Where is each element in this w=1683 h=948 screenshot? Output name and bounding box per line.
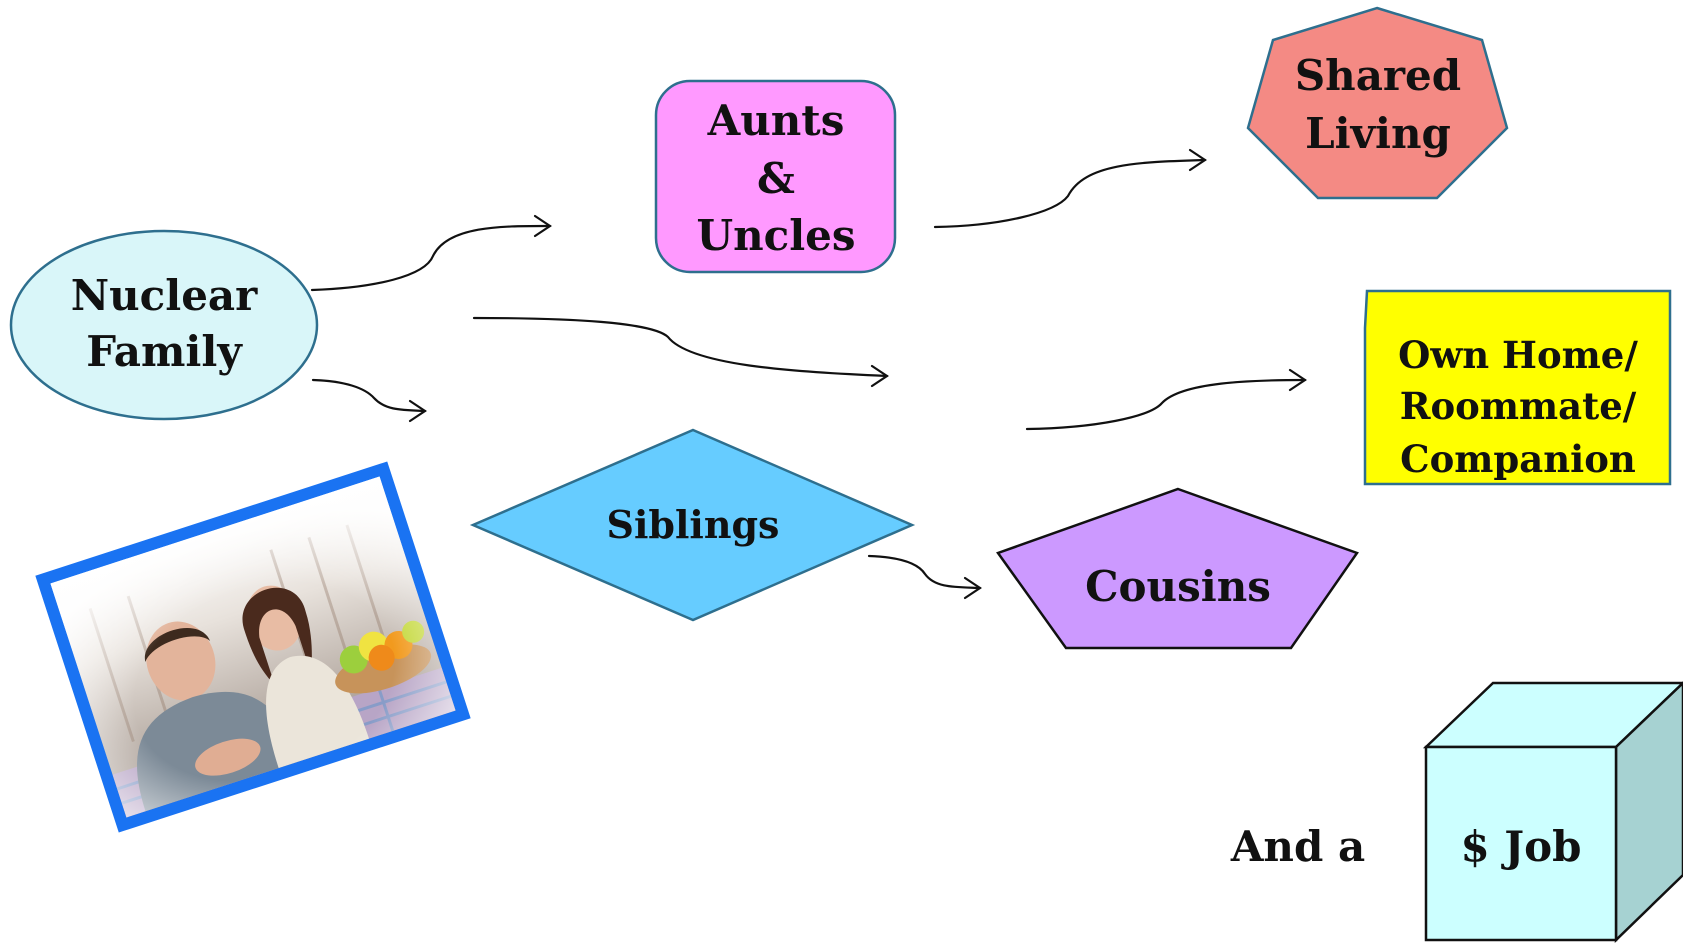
arrow-nuclear-to-siblings xyxy=(311,378,427,413)
aunts-uncles-label-1: Aunts xyxy=(707,96,845,145)
nuclear-family-label-2: Family xyxy=(86,327,243,376)
own-home-shape xyxy=(1363,289,1672,486)
aunts-uncles-label-3: Uncles xyxy=(696,211,855,260)
arrowhead xyxy=(408,399,427,423)
node-siblings: Siblings xyxy=(469,428,916,622)
cousins-shape xyxy=(996,487,1359,650)
shared-living-label-1: Shared xyxy=(1295,51,1461,100)
nuclear-family-shape xyxy=(9,229,319,421)
node-job: $ Job xyxy=(1422,681,1683,943)
cousins-label: Cousins xyxy=(1085,562,1271,611)
shared-living-shape xyxy=(1246,6,1509,200)
node-nuclear-family: Nuclear Family xyxy=(9,229,319,421)
arrow-nuclear-to-aunts xyxy=(310,224,552,292)
arrow-siblings-to-cousins xyxy=(867,554,982,590)
node-own-home: Own Home/ Roommate/ Companion xyxy=(1363,289,1672,486)
aunts-uncles-shape xyxy=(654,79,897,274)
node-aunts-uncles: Aunts & Uncles xyxy=(654,79,897,274)
node-shared-living: Shared Living xyxy=(1246,6,1509,200)
arrowhead xyxy=(1288,368,1307,392)
and-a-label: And a xyxy=(1230,822,1365,871)
arrowhead xyxy=(963,576,982,600)
arrow-aunts-to-shared xyxy=(933,158,1207,229)
arrowhead xyxy=(1188,148,1207,172)
shared-living-label-2: Living xyxy=(1305,109,1451,158)
arrow-to-own-home xyxy=(1025,378,1307,431)
own-home-label-1: Own Home/ xyxy=(1398,333,1638,377)
own-home-label-3: Companion xyxy=(1400,437,1636,481)
siblings-label: Siblings xyxy=(607,502,780,547)
arrowhead xyxy=(533,214,552,238)
family-photo xyxy=(35,461,471,833)
own-home-label-2: Roommate/ xyxy=(1400,384,1637,428)
node-cousins: Cousins xyxy=(996,487,1359,650)
siblings-shape xyxy=(469,428,916,622)
nuclear-family-label-1: Nuclear xyxy=(71,271,258,320)
job-cube-front xyxy=(1424,745,1618,942)
job-label: $ Job xyxy=(1460,822,1581,871)
aunts-uncles-label-2: & xyxy=(757,154,795,203)
arrow-nuclear-to-own-home xyxy=(472,316,889,378)
arrowhead xyxy=(870,364,889,388)
